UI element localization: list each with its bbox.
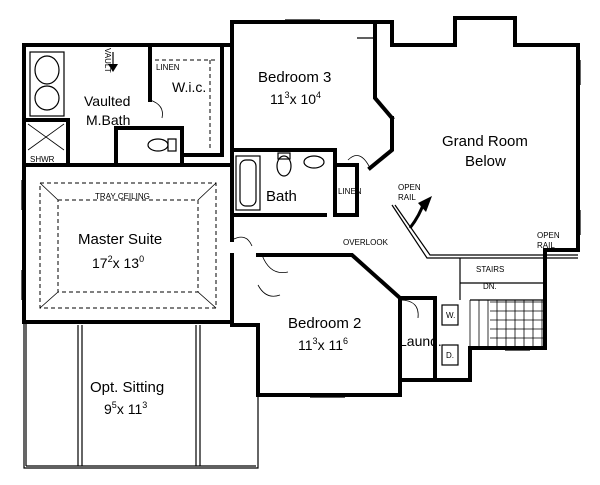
windows xyxy=(21,19,581,398)
open-rail-1-line2: RAIL xyxy=(398,193,416,202)
tray-ceiling xyxy=(39,182,217,309)
grand-room-name: Grand Room xyxy=(442,133,528,150)
washer-label: W. xyxy=(446,311,455,320)
bedroom2-name: Bedroom 2 xyxy=(288,315,361,332)
room-labels: Bedroom 3 113x 104 Grand Room Below Mast… xyxy=(78,69,528,417)
laundry-name: Laund. xyxy=(399,333,442,349)
annotation-labels: LINEN VAULT SHWR TRAY CEILING LINEN OVER… xyxy=(30,48,560,360)
open-rail-2-line2: RAIL xyxy=(537,241,555,250)
tray-ceiling-label: TRAY CEILING xyxy=(95,192,150,201)
linen-mid-label: LINEN xyxy=(338,187,362,196)
master-suite-name: Master Suite xyxy=(78,231,162,248)
bath-name: Bath xyxy=(266,188,297,205)
bedroom3-name: Bedroom 3 xyxy=(258,69,331,86)
mbath-line1: Vaulted xyxy=(84,93,130,109)
mbath-line2: M.Bath xyxy=(86,112,130,128)
stair-treads xyxy=(469,300,545,348)
bedroom3-dims: 113x 104 xyxy=(270,90,321,107)
down-label: DN. xyxy=(483,282,497,291)
shower-label: SHWR xyxy=(30,155,55,164)
sitting-room-bays xyxy=(77,325,201,466)
vault-label: VAULT xyxy=(103,48,112,73)
open-rail-2-line1: OPEN xyxy=(537,231,560,240)
fixtures xyxy=(27,51,325,211)
grand-room-below: Below xyxy=(465,153,506,170)
master-suite-dims: 172x 130 xyxy=(92,254,144,271)
open-rail-1-line1: OPEN xyxy=(398,183,421,192)
interior-walls xyxy=(22,20,578,382)
exterior-walls xyxy=(22,16,580,469)
bedroom2-dims: 113x 116 xyxy=(298,336,348,353)
overlook-arrow xyxy=(408,196,432,229)
overlook-label: OVERLOOK xyxy=(343,238,389,247)
doors xyxy=(149,99,419,319)
stairs-label: STAIRS xyxy=(476,265,504,274)
sitting-name: Opt. Sitting xyxy=(90,379,164,396)
dryer-label: D. xyxy=(446,351,454,360)
sitting-dims: 95x 113 xyxy=(104,400,147,417)
linen-top-label: LINEN xyxy=(156,63,180,72)
washer-dryer xyxy=(441,304,459,366)
wic-name: W.i.c. xyxy=(172,79,206,95)
